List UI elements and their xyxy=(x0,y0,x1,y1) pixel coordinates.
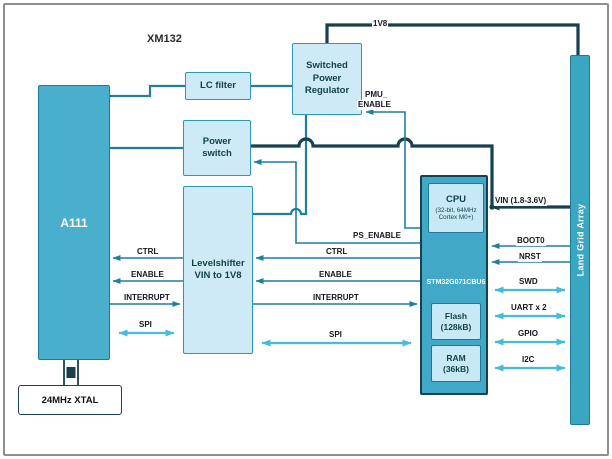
signal-label-spi-left: SPI xyxy=(138,320,153,330)
block-power-switch-label: Power switch xyxy=(202,135,232,159)
block-xtal-label: 24MHz XTAL xyxy=(41,394,99,406)
signal-label-ctrl-left: CTRL xyxy=(136,247,160,257)
signal-label-pmu-enable-line2: ENABLE xyxy=(357,100,392,110)
signal-label-boot0: BOOT0 xyxy=(516,236,546,246)
signal-label-spi-mid: SPI xyxy=(328,330,343,340)
block-lc-filter: LC filter xyxy=(185,72,251,100)
signal-label-enable-mid: ENABLE xyxy=(318,270,353,280)
module-title: XM132 xyxy=(147,33,182,45)
signal-label-vin: VIN (1.8-3.6V) xyxy=(494,196,548,206)
block-power-switch: Power switch xyxy=(183,120,251,176)
block-ram: RAM (36kB) xyxy=(431,345,481,382)
signal-label-interrupt-left: INTERRUPT xyxy=(123,293,171,303)
signal-label-interrupt-mid: INTERRUPT xyxy=(312,293,360,303)
block-a111: A111 xyxy=(38,85,110,360)
block-flash-label: Flash (128kB) xyxy=(440,310,472,332)
block-ram-label: RAM (36kB) xyxy=(443,352,469,374)
signal-label-i2c: I2C xyxy=(521,355,536,365)
signal-label-pmu-enable-line1: PMU_ xyxy=(364,90,389,100)
signal-label-gpio: GPIO xyxy=(517,329,540,339)
signal-label-nrst: NRST xyxy=(518,252,542,262)
signal-label-ps-enable: PS_ENABLE xyxy=(352,231,403,241)
block-switched-power-regulator: Switched Power Regulator xyxy=(292,43,362,115)
block-xtal: 24MHz XTAL xyxy=(18,385,122,415)
mcu-part-number: STM32G071CBU6 xyxy=(426,279,486,286)
block-lc-filter-label: LC filter xyxy=(200,79,236,91)
block-flash: Flash (128kB) xyxy=(431,303,481,340)
cpu-core-detail: (32-bit, 64MHz Cortex M0+) xyxy=(435,206,477,222)
block-mcu: CPU (32-bit, 64MHz Cortex M0+) STM32G071… xyxy=(420,175,488,395)
signal-label-ctrl-mid: CTRL xyxy=(325,247,349,257)
block-levelshifter: Levelshifter VIN to 1V8 xyxy=(183,186,253,354)
block-a111-label: A111 xyxy=(60,215,88,230)
signal-label-uart: UART x 2 xyxy=(510,303,548,313)
signal-label-enable-left: ENABLE xyxy=(130,270,165,280)
signal-label-1v8: 1V8 xyxy=(372,19,389,29)
diagram-frame xyxy=(3,3,609,456)
signal-label-swd: SWD xyxy=(518,277,539,287)
cpu-core-label: CPU xyxy=(445,194,467,206)
block-land-grid-array: Land Grid Array xyxy=(570,55,590,425)
block-levelshifter-label: Levelshifter VIN to 1V8 xyxy=(191,257,245,281)
block-regulator-label: Switched Power Regulator xyxy=(304,60,350,97)
block-lga-label: Land Grid Array xyxy=(575,203,585,277)
block-cpu-core: CPU (32-bit, 64MHz Cortex M0+) xyxy=(428,183,484,233)
